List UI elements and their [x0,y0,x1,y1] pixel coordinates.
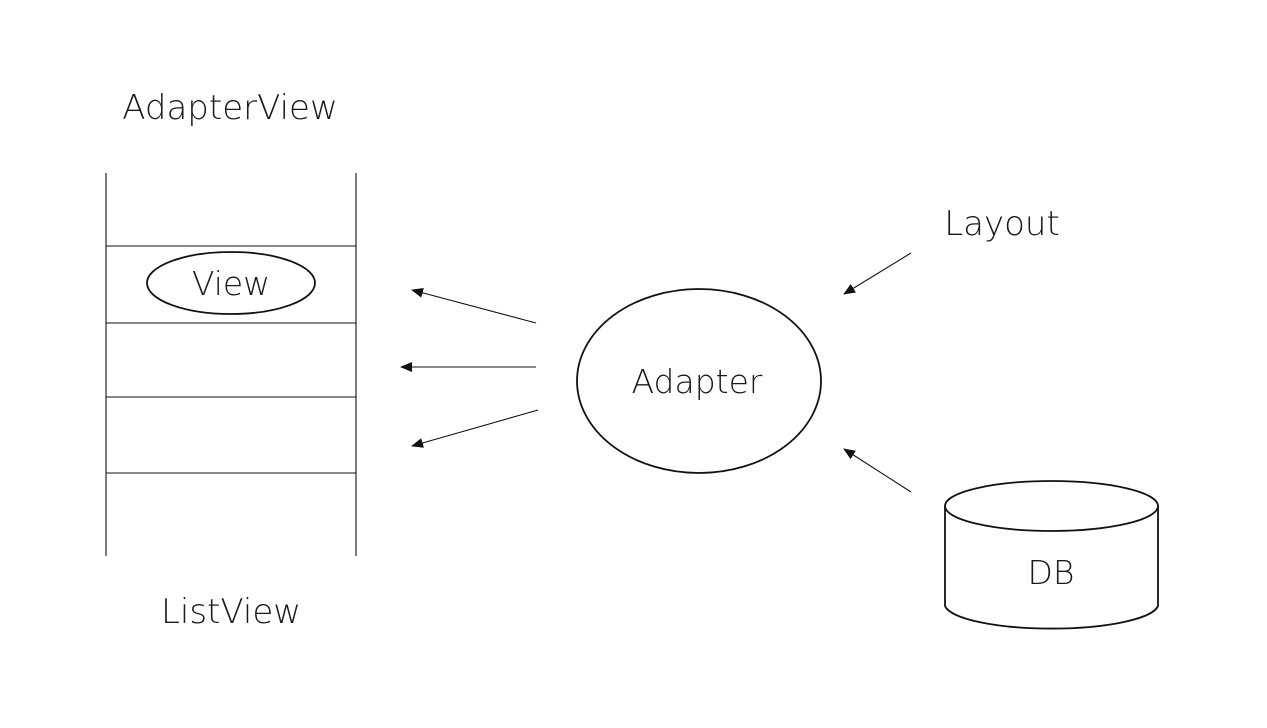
adapter-to-listview-arrows [400,287,539,448]
layout-source: Layout [843,204,1060,295]
arrow-db-to-adapter [843,448,912,493]
db-cylinder-body [944,506,1159,630]
adapter-ellipse [576,288,822,474]
db-source: DB [843,448,1159,630]
layout-label: Layout [944,204,1060,244]
adapter-label: Adapter [632,362,763,401]
adapterview-title: AdapterView [122,88,338,128]
db-label: DB [1027,553,1074,592]
arrow-to-listview-lower [411,409,539,448]
view-label: View [192,264,270,303]
view-item: View [146,251,316,315]
arrow-layout-to-adapter [843,252,912,295]
arrow-to-listview-upper [411,287,537,324]
db-cylinder-top [944,480,1159,532]
adapter-node: Adapter [576,288,822,474]
listview-column [105,173,357,556]
listview-caption: ListView [161,592,301,632]
view-ellipse [146,251,316,315]
